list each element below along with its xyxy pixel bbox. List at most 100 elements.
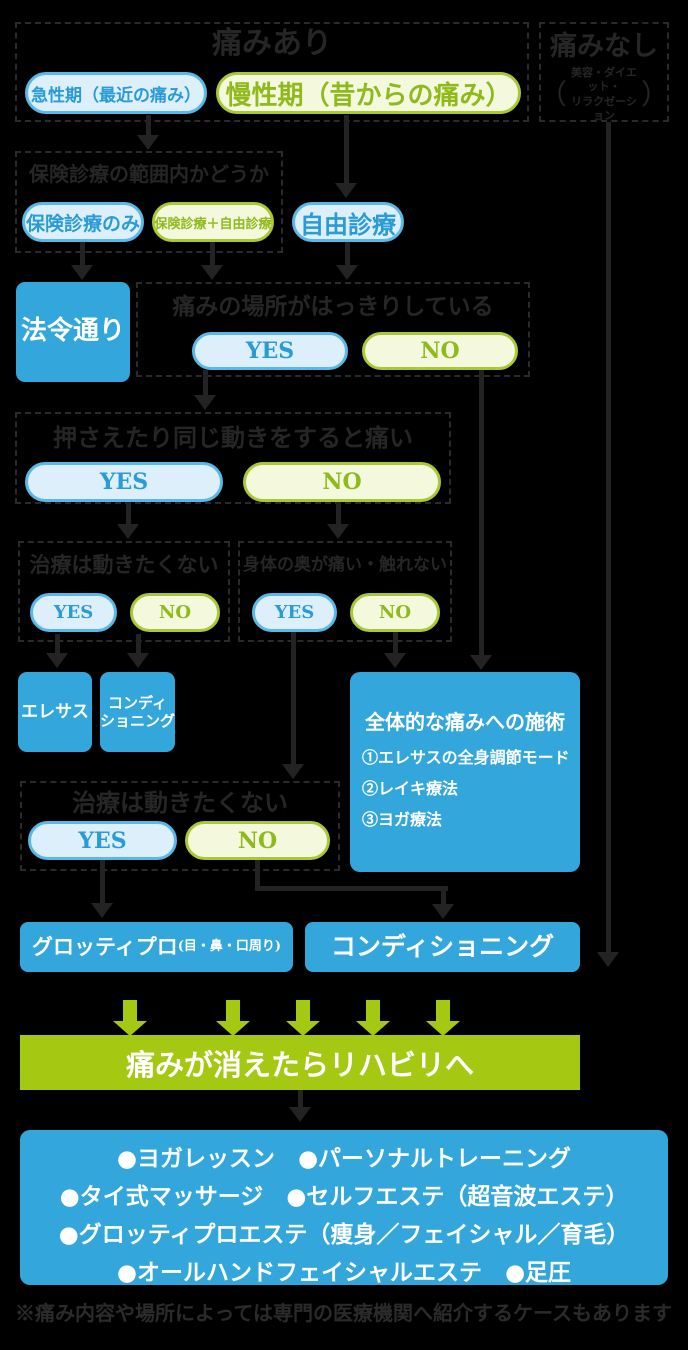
connector-line [479, 370, 484, 656]
menu-box: ●ヨガレッスン ●パーソナルトレーニング ●タイ式マッサージ ●セルフエステ（超… [20, 1130, 668, 1286]
conditioning2-box: コンディショニング [305, 922, 580, 972]
q-move1-title: 治療は動きたくない [29, 552, 219, 577]
q-location-group [136, 282, 530, 377]
note-text: ※痛み内容や場所によっては専門の医療機関へ紹介するケースもあります [15, 1301, 672, 1325]
q-press-group [15, 412, 451, 504]
overall-item: ②レイキ療法 [362, 779, 459, 798]
chronic-pill: 慢性期（昔からの痛み） [216, 72, 521, 114]
connector-line [291, 632, 296, 765]
conditioning-line2: ショニング [100, 712, 176, 730]
green-arrow-head [356, 1021, 390, 1036]
arrow-head [327, 524, 349, 539]
q-deep-group [238, 541, 452, 642]
menu-line: ●ヨガレッスン ●パーソナルトレーニング [116, 1145, 572, 1172]
green-arrow-head [286, 1021, 320, 1036]
conditioning-box: コンディ ショニング [100, 672, 175, 752]
green-arrow [366, 1000, 380, 1021]
pain-yes-group [15, 22, 529, 122]
green-arrow-head [216, 1021, 250, 1036]
q-location-yes-pill: YES [192, 332, 348, 370]
q-press-no-pill: NO [243, 462, 441, 502]
conditioning-line1: コンディ [108, 694, 167, 712]
connector-line [441, 886, 446, 905]
connector-line [344, 115, 349, 184]
arrow-head [194, 395, 216, 410]
insurance-only-pill: 保険診療のみ [22, 202, 144, 242]
pain-no-subtitle: （ 美容・ダイエット・ リラクゼーション ） [539, 66, 669, 123]
insurance-group [15, 151, 283, 253]
pain-no-subtitle-line2: リラクゼーション [571, 94, 637, 122]
q-move2-group [20, 781, 340, 871]
overall-item: ①エレサスの全身調節モード [362, 748, 570, 767]
insurance-mixed-pill: 保険診療＋自由診療 [152, 202, 274, 242]
menu-line: ●タイ式マッサージ ●セルフエステ（超音波エステ） [59, 1183, 629, 1210]
q-move1-no-pill: NO [130, 593, 220, 632]
q-deep-no-pill: NO [350, 593, 440, 632]
arrow-head [137, 135, 159, 150]
eresas-box: エレサス [18, 672, 92, 752]
green-arrow-head [113, 1021, 147, 1036]
overall-treatment-title: 全体的な痛みへの施術 [365, 710, 565, 734]
menu-line: ●グロッティプロエステ（痩身／フェイシャル／育毛） [58, 1221, 630, 1248]
rehab-bar: 痛みが消えたらリハビリへ [20, 1035, 580, 1090]
q-press-yes-pill: YES [25, 462, 223, 502]
grotty-pro-box: グロッティプロ(目・鼻・口周り) [20, 922, 293, 972]
connector-line [393, 632, 398, 654]
grotty-pro-sub: (目・鼻・口周り) [177, 939, 282, 955]
q-move2-yes-pill: YES [28, 821, 177, 860]
connector-line [345, 242, 350, 266]
green-arrow [296, 1000, 310, 1021]
q-deep-title: 身体の奥が痛い・触れない [243, 555, 447, 575]
connector-line [336, 502, 341, 525]
arrow-head [289, 1107, 311, 1122]
arrow-head [597, 952, 619, 967]
q-move2-title: 治療は動きたくない [72, 788, 288, 817]
q-move1-yes-pill: YES [30, 593, 117, 632]
insurance-title: 保険診療の範囲内かどうか [29, 162, 269, 186]
connector-line [55, 634, 60, 654]
connector-line [210, 242, 215, 266]
q-location-no-pill: NO [362, 332, 518, 370]
connector-line [298, 1090, 303, 1108]
connector-line [80, 242, 85, 266]
arrow-head [91, 903, 113, 918]
connector-line [146, 115, 151, 136]
green-arrow [123, 1000, 137, 1021]
grotty-pro-main: グロッティプロ [31, 934, 178, 960]
arrow-head [201, 265, 223, 280]
acute-pill: 急性期（最近の痛み） [25, 72, 207, 114]
arrow-head [71, 265, 93, 280]
arrow-head [336, 265, 358, 280]
overall-item: ③ヨガ療法 [362, 810, 443, 829]
arrow-head [384, 653, 406, 668]
connector-line [136, 634, 141, 654]
green-arrow-head [426, 1021, 460, 1036]
connector-line [126, 502, 131, 525]
menu-line: ●オールハンドフェイシャルエステ ●足圧 [116, 1259, 572, 1286]
arrow-head [127, 653, 149, 668]
q-move2-no-pill: NO [185, 821, 330, 860]
arrow-head [432, 904, 454, 919]
q-press-title: 押さえたり同じ動きをすると痛い [53, 423, 413, 452]
overall-treatment-items: ①エレサスの全身調節モード ②レイキ療法 ③ヨガ療法 [362, 742, 572, 835]
q-location-title: 痛みの場所がはっきりしている [172, 293, 494, 320]
green-arrow [226, 1000, 240, 1021]
arrow-head [470, 655, 492, 670]
green-arrow [436, 1000, 450, 1021]
arrow-head [46, 653, 68, 668]
arrow-head [282, 764, 304, 779]
arrow-head [117, 524, 139, 539]
law-box: 法令通り [16, 282, 130, 382]
connector-line [100, 860, 105, 904]
pain-yes-title: 痛みあり [212, 26, 332, 61]
arrow-head [335, 183, 357, 198]
connector-line [255, 886, 448, 891]
paren-close: ） [640, 77, 669, 111]
q-deep-yes-pill: YES [252, 593, 337, 632]
paren-open: （ [539, 77, 568, 111]
overall-treatment-box [350, 672, 580, 872]
connector-line [606, 122, 611, 953]
q-move1-group [18, 541, 230, 642]
connector-line [203, 370, 208, 396]
